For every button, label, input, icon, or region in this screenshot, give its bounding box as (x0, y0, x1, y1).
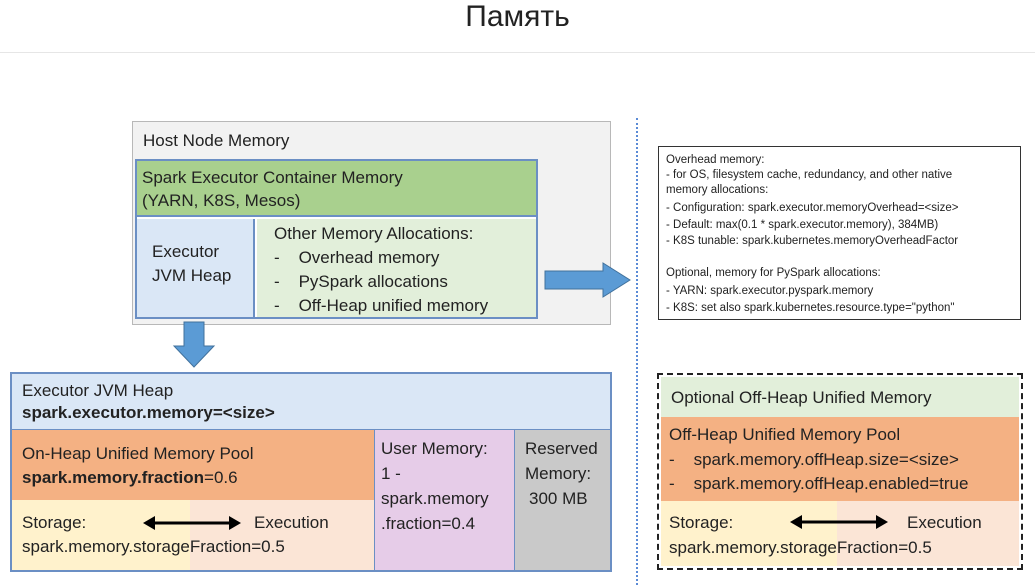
right-arrow-icon (544, 262, 631, 298)
jvm-heap-header: Executor JVM Heap spark.executor.memory=… (12, 374, 610, 430)
off-heap-title: Optional Off-Heap Unified Memory (671, 388, 932, 407)
other-alloc-item: - Off-Heap unified memory (274, 296, 489, 315)
other-alloc-item: - PySpark allocations (274, 272, 448, 291)
storage-fraction-config: spark.memory.storageFraction=0.5 (22, 537, 285, 556)
execution-cell: Execution (190, 500, 374, 570)
exec-heap-line2: JVM Heap (152, 266, 232, 285)
user-memory-cell: User Memory: 1 - spark.memory .fraction=… (374, 430, 514, 570)
off-storage-label: Storage: (669, 513, 734, 532)
off-execution-cell: Execution (837, 501, 1019, 566)
off-storage-fraction-config: spark.memory.storageFraction=0.5 (669, 538, 932, 557)
off-execution-label: Execution (907, 513, 982, 532)
executor-jvm-heap-box: Executor JVM Heap spark.executor.memory=… (10, 372, 612, 572)
executor-container-box: Spark Executor Container Memory (YARN, K… (135, 159, 538, 319)
storage-cell: Storage: (12, 500, 190, 570)
off-heap-pool-cell: Off-Heap Unified Memory Pool - spark.mem… (661, 417, 1019, 501)
overhead-info-box: Overhead memory: - for OS, filesystem ca… (658, 146, 1021, 320)
reserved-memory-cell: Reserved Memory: 300 MB (514, 430, 610, 570)
jvm-heap-config: spark.executor.memory=<size> (22, 403, 275, 422)
execution-label: Execution (254, 513, 329, 532)
on-heap-pool-cell: On-Heap Unified Memory Pool spark.memory… (12, 430, 374, 500)
other-alloc-item: - Overhead memory (274, 248, 440, 267)
on-heap-param: spark.memory.fraction=0.6 (22, 468, 238, 487)
user-memory-line: spark.memory (381, 489, 489, 508)
info-line: - K8S: set also spark.kubernetes.resourc… (666, 302, 955, 314)
other-memory-allocations-cell: Other Memory Allocations: - Overhead mem… (257, 219, 536, 317)
storage-label: Storage: (22, 513, 87, 532)
user-memory-line: .fraction=0.4 (381, 514, 476, 533)
info-line: - Configuration: spark.executor.memoryOv… (666, 202, 959, 214)
exec-heap-line1: Executor (152, 242, 220, 261)
off-heap-item: - spark.memory.offHeap.size=<size> (669, 450, 959, 469)
off-heap-header: Optional Off-Heap Unified Memory (661, 377, 1019, 417)
user-memory-line: User Memory: (381, 439, 488, 458)
double-arrow-icon (790, 515, 888, 529)
dotted-divider (636, 118, 638, 585)
info-line: - K8S tunable: spark.kubernetes.memoryOv… (666, 235, 959, 247)
off-heap-item: - spark.memory.offHeap.enabled=true (669, 474, 969, 493)
reserved-line: Memory: (525, 464, 592, 483)
other-alloc-heading: Other Memory Allocations: (274, 224, 474, 243)
host-node-label: Host Node Memory (143, 131, 290, 150)
container-line2: (YARN, K8S, Mesos) (142, 191, 301, 210)
off-storage-cell: Storage: (661, 501, 837, 566)
info-line: - for OS, filesystem cache, redundancy, … (666, 169, 953, 181)
executor-jvm-heap-cell: Executor JVM Heap (137, 219, 255, 317)
down-arrow-icon (172, 321, 216, 368)
reserved-line: 300 MB (529, 489, 588, 508)
info-line: Overhead memory: (666, 154, 765, 166)
reserved-line: Reserved (525, 439, 598, 458)
page-title: Память (465, 0, 570, 33)
off-heap-box: Optional Off-Heap Unified Memory Off-Hea… (657, 373, 1023, 570)
info-line: memory allocations: (666, 184, 769, 196)
on-heap-title: On-Heap Unified Memory Pool (22, 444, 254, 463)
info-line: - Default: max(0.1 * spark.executor.memo… (666, 219, 939, 231)
info-line: Optional, memory for PySpark allocations… (666, 267, 881, 279)
double-arrow-icon (143, 516, 241, 530)
container-line1: Spark Executor Container Memory (142, 168, 403, 187)
jvm-heap-title: Executor JVM Heap (22, 381, 174, 400)
title-divider (0, 52, 1035, 53)
info-line: - YARN: spark.executor.pyspark.memory (666, 285, 874, 297)
user-memory-line: 1 - (381, 464, 401, 483)
off-heap-pool-title: Off-Heap Unified Memory Pool (669, 425, 901, 444)
container-memory-header: Spark Executor Container Memory (YARN, K… (137, 161, 536, 217)
